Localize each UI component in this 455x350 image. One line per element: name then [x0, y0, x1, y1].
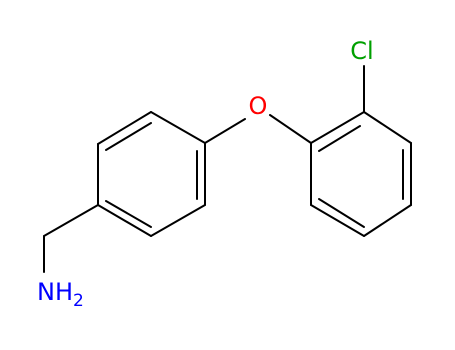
bond — [204, 118, 246, 144]
double-bond-inner — [318, 125, 361, 152]
bonds — [43, 65, 412, 273]
amine-nh-text: NH — [37, 278, 73, 306]
bond — [310, 204, 365, 237]
amine-group-label: NH2 — [37, 278, 84, 311]
oxygen-atom-label: O — [249, 92, 268, 120]
double-bond-inner — [318, 198, 365, 228]
double-bond-inner — [105, 200, 152, 228]
bond — [97, 111, 152, 145]
bond — [363, 204, 412, 237]
bond — [310, 111, 365, 144]
double-bond-inner — [105, 122, 152, 151]
bond — [150, 111, 206, 144]
bond — [43, 204, 99, 237]
amine-subscript: 2 — [73, 291, 84, 311]
bond — [363, 111, 412, 144]
bond — [150, 204, 206, 237]
chlorine-atom-label: Cl — [350, 37, 373, 65]
bond — [269, 114, 312, 144]
bond — [97, 204, 152, 237]
